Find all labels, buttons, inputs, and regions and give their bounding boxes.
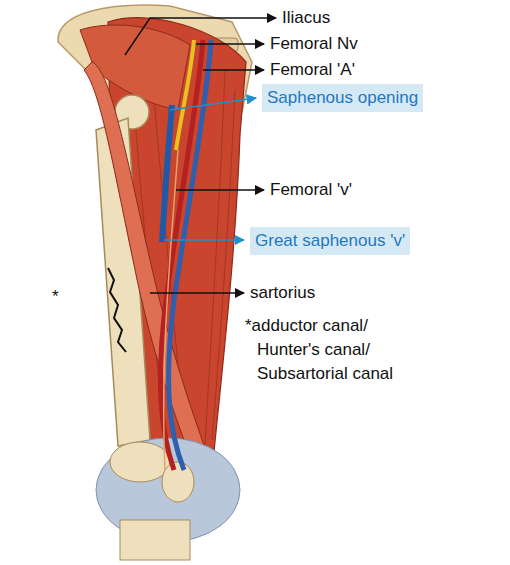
structure-label: Femoral 'v' — [270, 180, 352, 200]
structure-label: *adductor canal/ Hunter's canal/ Subsart… — [245, 314, 427, 386]
adductor-canal-outline — [108, 268, 126, 352]
asterisk-mark: * — [52, 287, 59, 307]
saphenous-nerve — [164, 150, 178, 470]
structure-label: Femoral Nv — [270, 34, 358, 54]
great-saphenous-vein — [162, 105, 172, 242]
structure-label: Saphenous opening — [267, 88, 418, 108]
structure-label: Iliacus — [282, 8, 330, 28]
structure-label: Great saphenous 'v' — [255, 231, 405, 251]
highlight-band: Great saphenous 'v' — [250, 227, 410, 255]
highlight-band: Saphenous opening — [262, 84, 423, 112]
structure-label: sartorius — [250, 283, 315, 303]
structure-label: Femoral 'A' — [270, 60, 355, 80]
